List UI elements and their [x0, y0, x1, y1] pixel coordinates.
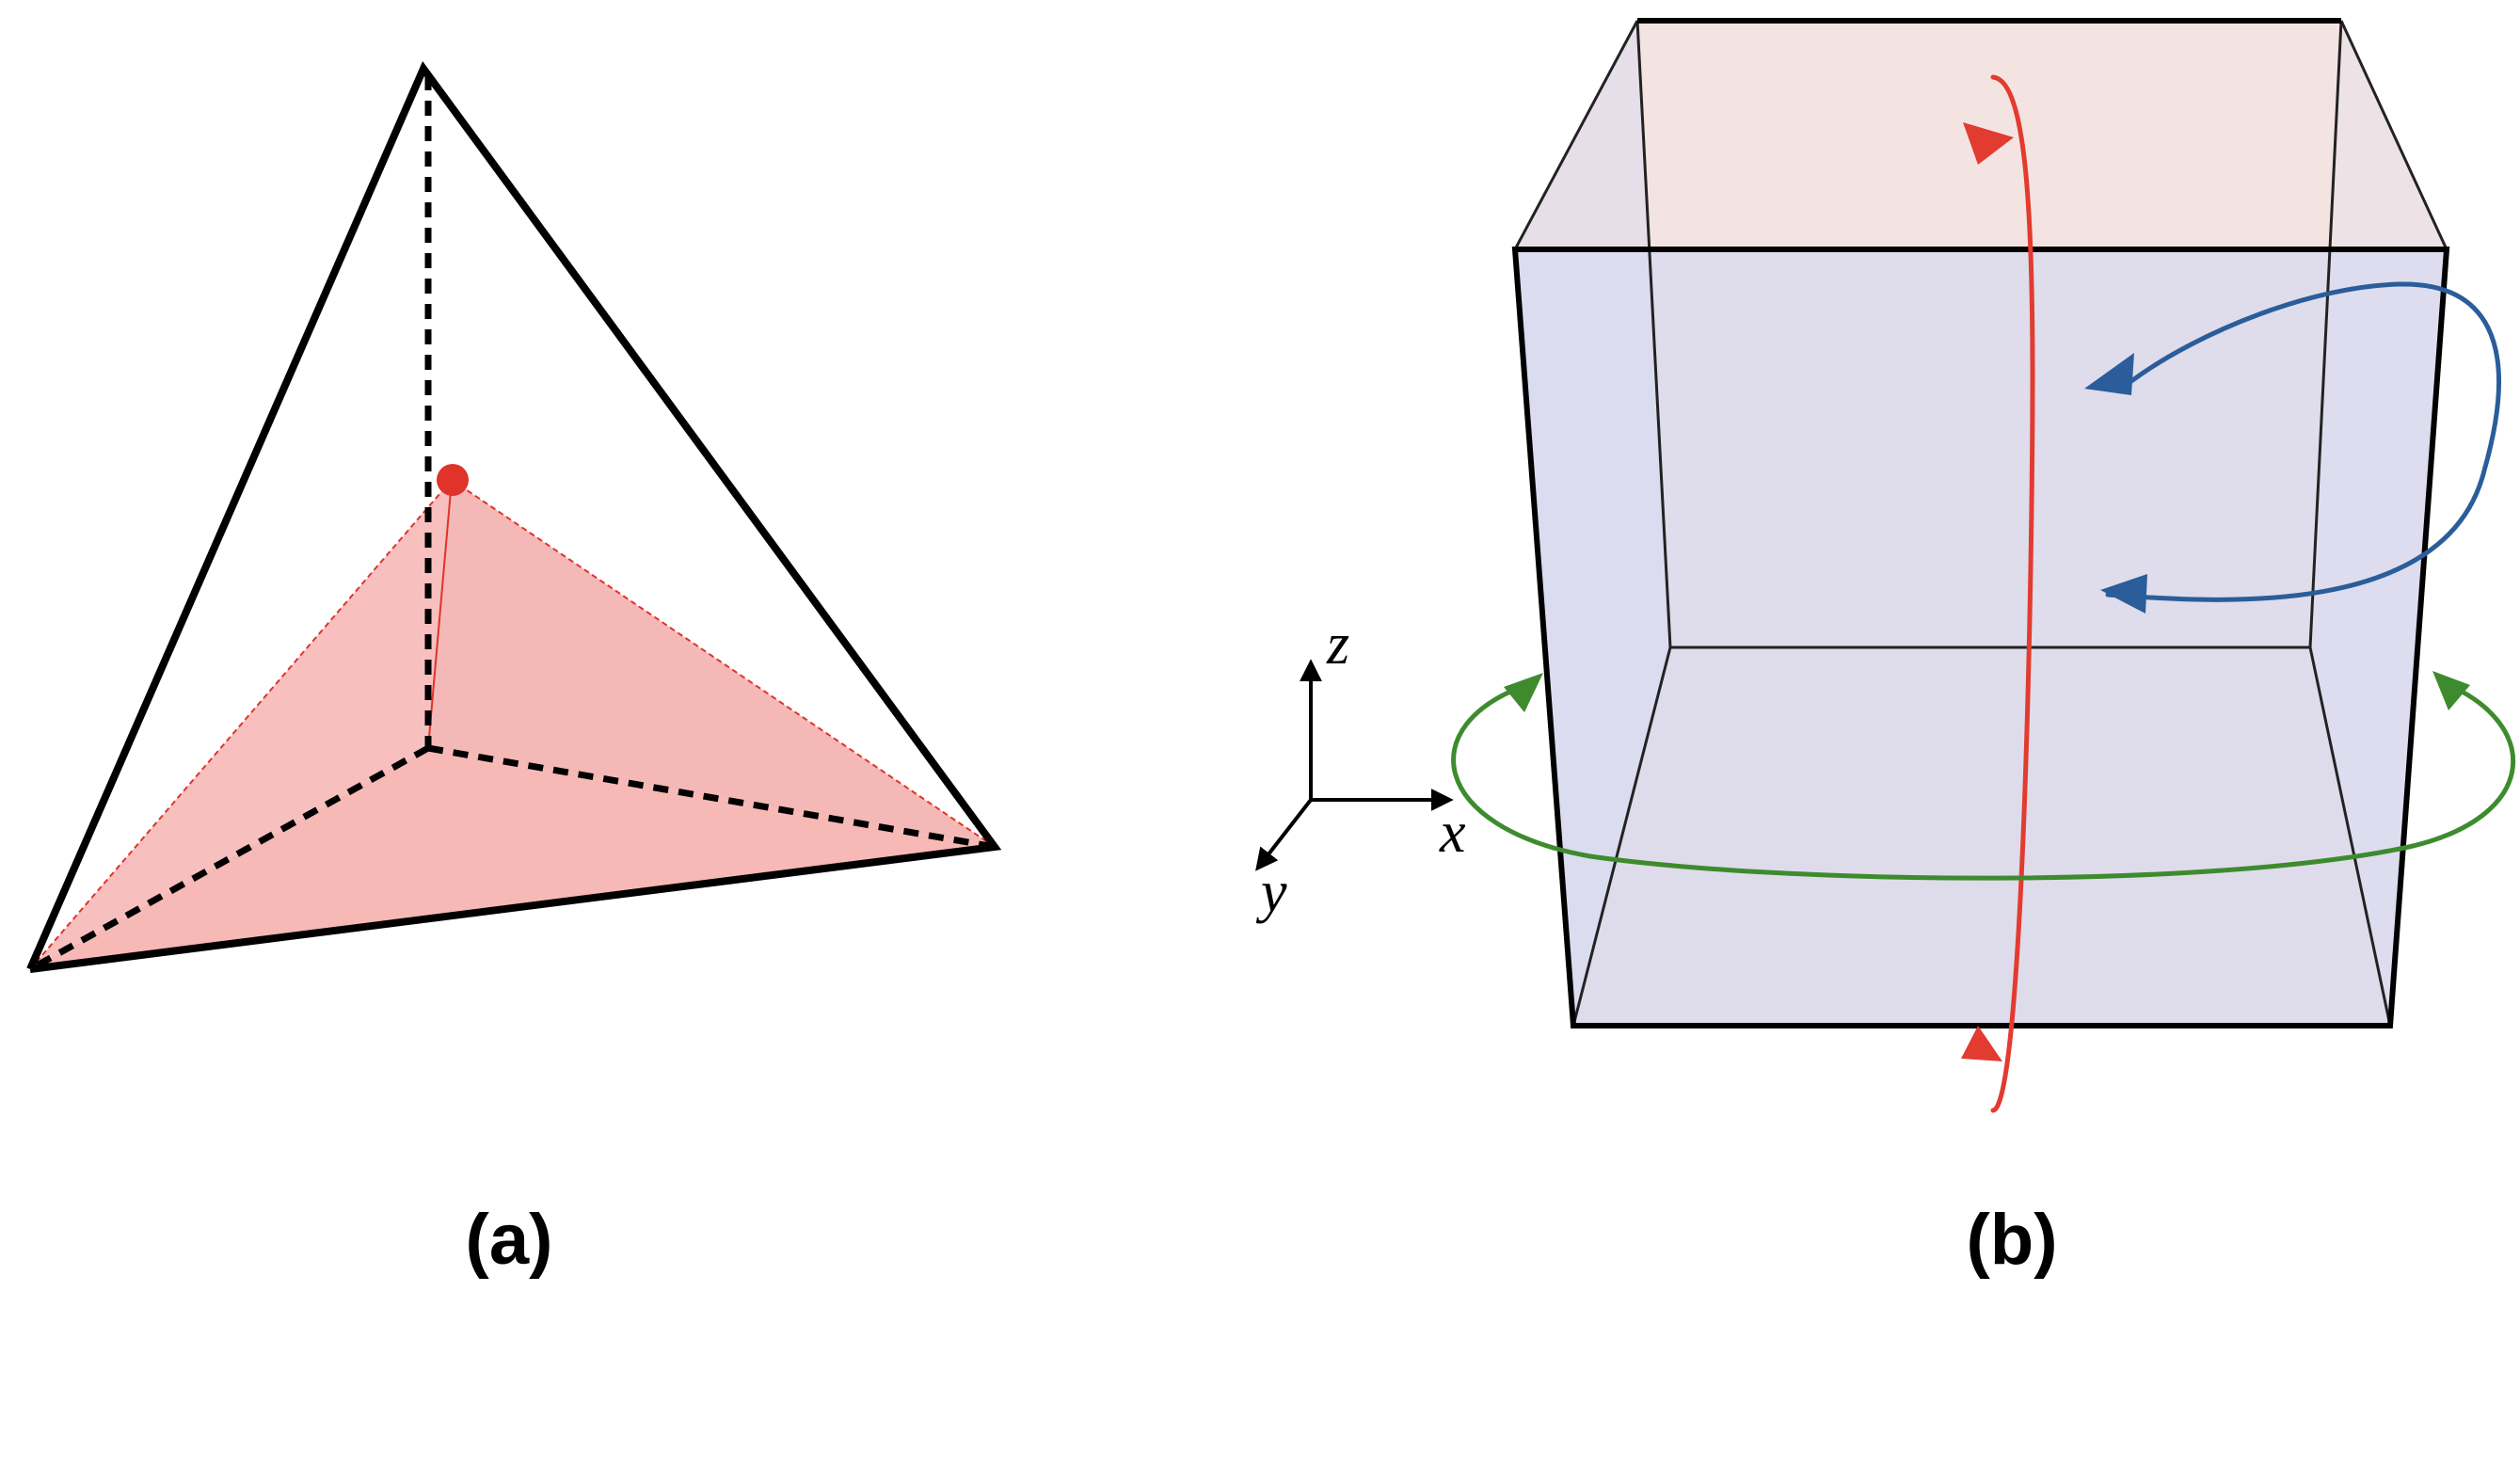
tetra-inner-edge [427, 479, 453, 749]
panel-b-label: (b) [1966, 1200, 2057, 1280]
axis-x-label: x [1439, 801, 1466, 865]
cube-hidden-edge [2339, 20, 2448, 250]
axis-z-label: z [1326, 613, 1349, 677]
tetra-point [437, 464, 469, 496]
cube-front-edges [1511, 247, 2450, 1029]
tetra-hidden-edge-right [427, 744, 996, 851]
rotation-arrowhead-green-right [2432, 671, 2470, 710]
rotation-arrowhead-blue-lower [2100, 574, 2147, 614]
rotation-arrowhead-red-top [1963, 122, 2014, 165]
axis-y-label: y [1255, 860, 1287, 924]
tetra-inner-face-bottom [30, 748, 995, 969]
rotation-arrow-red [1990, 74, 2035, 1113]
rotation-arrows [1451, 74, 2516, 1113]
rotation-arrowhead-red-bottom [1961, 1026, 2002, 1061]
tetra-outer-edges [26, 61, 1002, 973]
axis-y-arrow [1255, 798, 1313, 871]
cube-front-face [1515, 249, 2447, 1026]
tetra-inner-face-right [428, 480, 995, 847]
cube-hidden-edge [1635, 20, 1672, 648]
rotation-arrow-blue [2105, 281, 2501, 602]
rotation-arrowhead-blue-upper [2084, 353, 2134, 395]
rotation-arrowhead-green-left [1504, 673, 1543, 712]
cube-hidden-edge [2308, 20, 2343, 648]
panel-a-label: (a) [466, 1200, 553, 1280]
panel-a-tetrahedron [26, 61, 1002, 973]
cube-hidden-edge [1571, 646, 1672, 1027]
rotation-arrow-green [1451, 681, 2516, 881]
panel-b-cube [1511, 18, 2450, 1029]
cube-hidden-edge [1513, 20, 1639, 250]
tetra-inner-edge [29, 479, 453, 970]
cube-hidden-edge [2308, 646, 2392, 1027]
tetra-inner-edge [451, 479, 996, 848]
coordinate-axes: z x y [1255, 613, 1466, 924]
